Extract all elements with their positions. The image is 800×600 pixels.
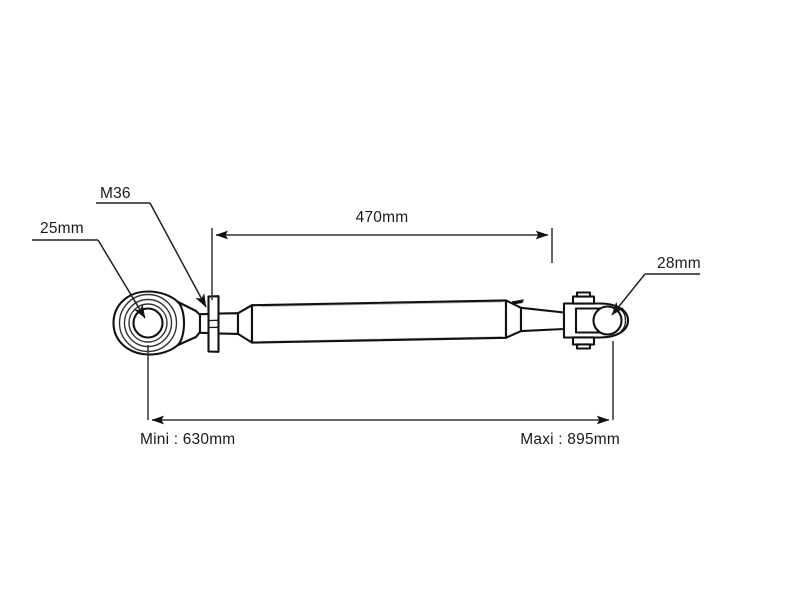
dia28-label: 28mm (657, 255, 701, 272)
dim-470-label: 470mm (356, 209, 409, 226)
tube-right-chamfer (504, 299, 523, 339)
m36-leader-pointer (149, 202, 207, 308)
clevis-pin-hole (592, 305, 623, 336)
rod-reference-flag-icon (512, 299, 524, 305)
dim-minimum-label: Mini : 630mm (140, 431, 235, 448)
dimension-470mm: 470mm (211, 209, 553, 300)
tube-highlight-bottom (261, 336, 503, 343)
lock-collar (207, 295, 220, 353)
dia25-leader-pointer (97, 239, 146, 319)
clevis-upper-boss (575, 291, 592, 298)
callout-28mm: 28mm (611, 255, 701, 316)
clevis-lower-boss (575, 343, 592, 350)
m36-label: M36 (100, 185, 131, 202)
main-tube-body (236, 299, 523, 344)
dia28-leader-pointer (611, 273, 646, 316)
bearing-bore (132, 307, 164, 339)
dim-maximum-label: Maxi : 895mm (520, 431, 620, 448)
shank-thread-section (216, 312, 240, 335)
lock-collar-plate (207, 295, 220, 353)
dimension-min-max-length: Mini : 630mm Maxi : 895mm (140, 341, 620, 448)
tube-barrel (250, 299, 508, 344)
callout-m36: M36 (96, 185, 207, 308)
ball-joint-neck-curve (176, 300, 186, 347)
bearing-race-ring (128, 303, 168, 343)
dia25-label: 25mm (40, 220, 84, 237)
tube-highlight-top (261, 301, 503, 307)
callout-25mm: 25mm (32, 220, 146, 319)
clevis-lower-tab (571, 336, 596, 346)
right-rod-taper (519, 306, 566, 333)
top-link-assembly (112, 290, 630, 356)
